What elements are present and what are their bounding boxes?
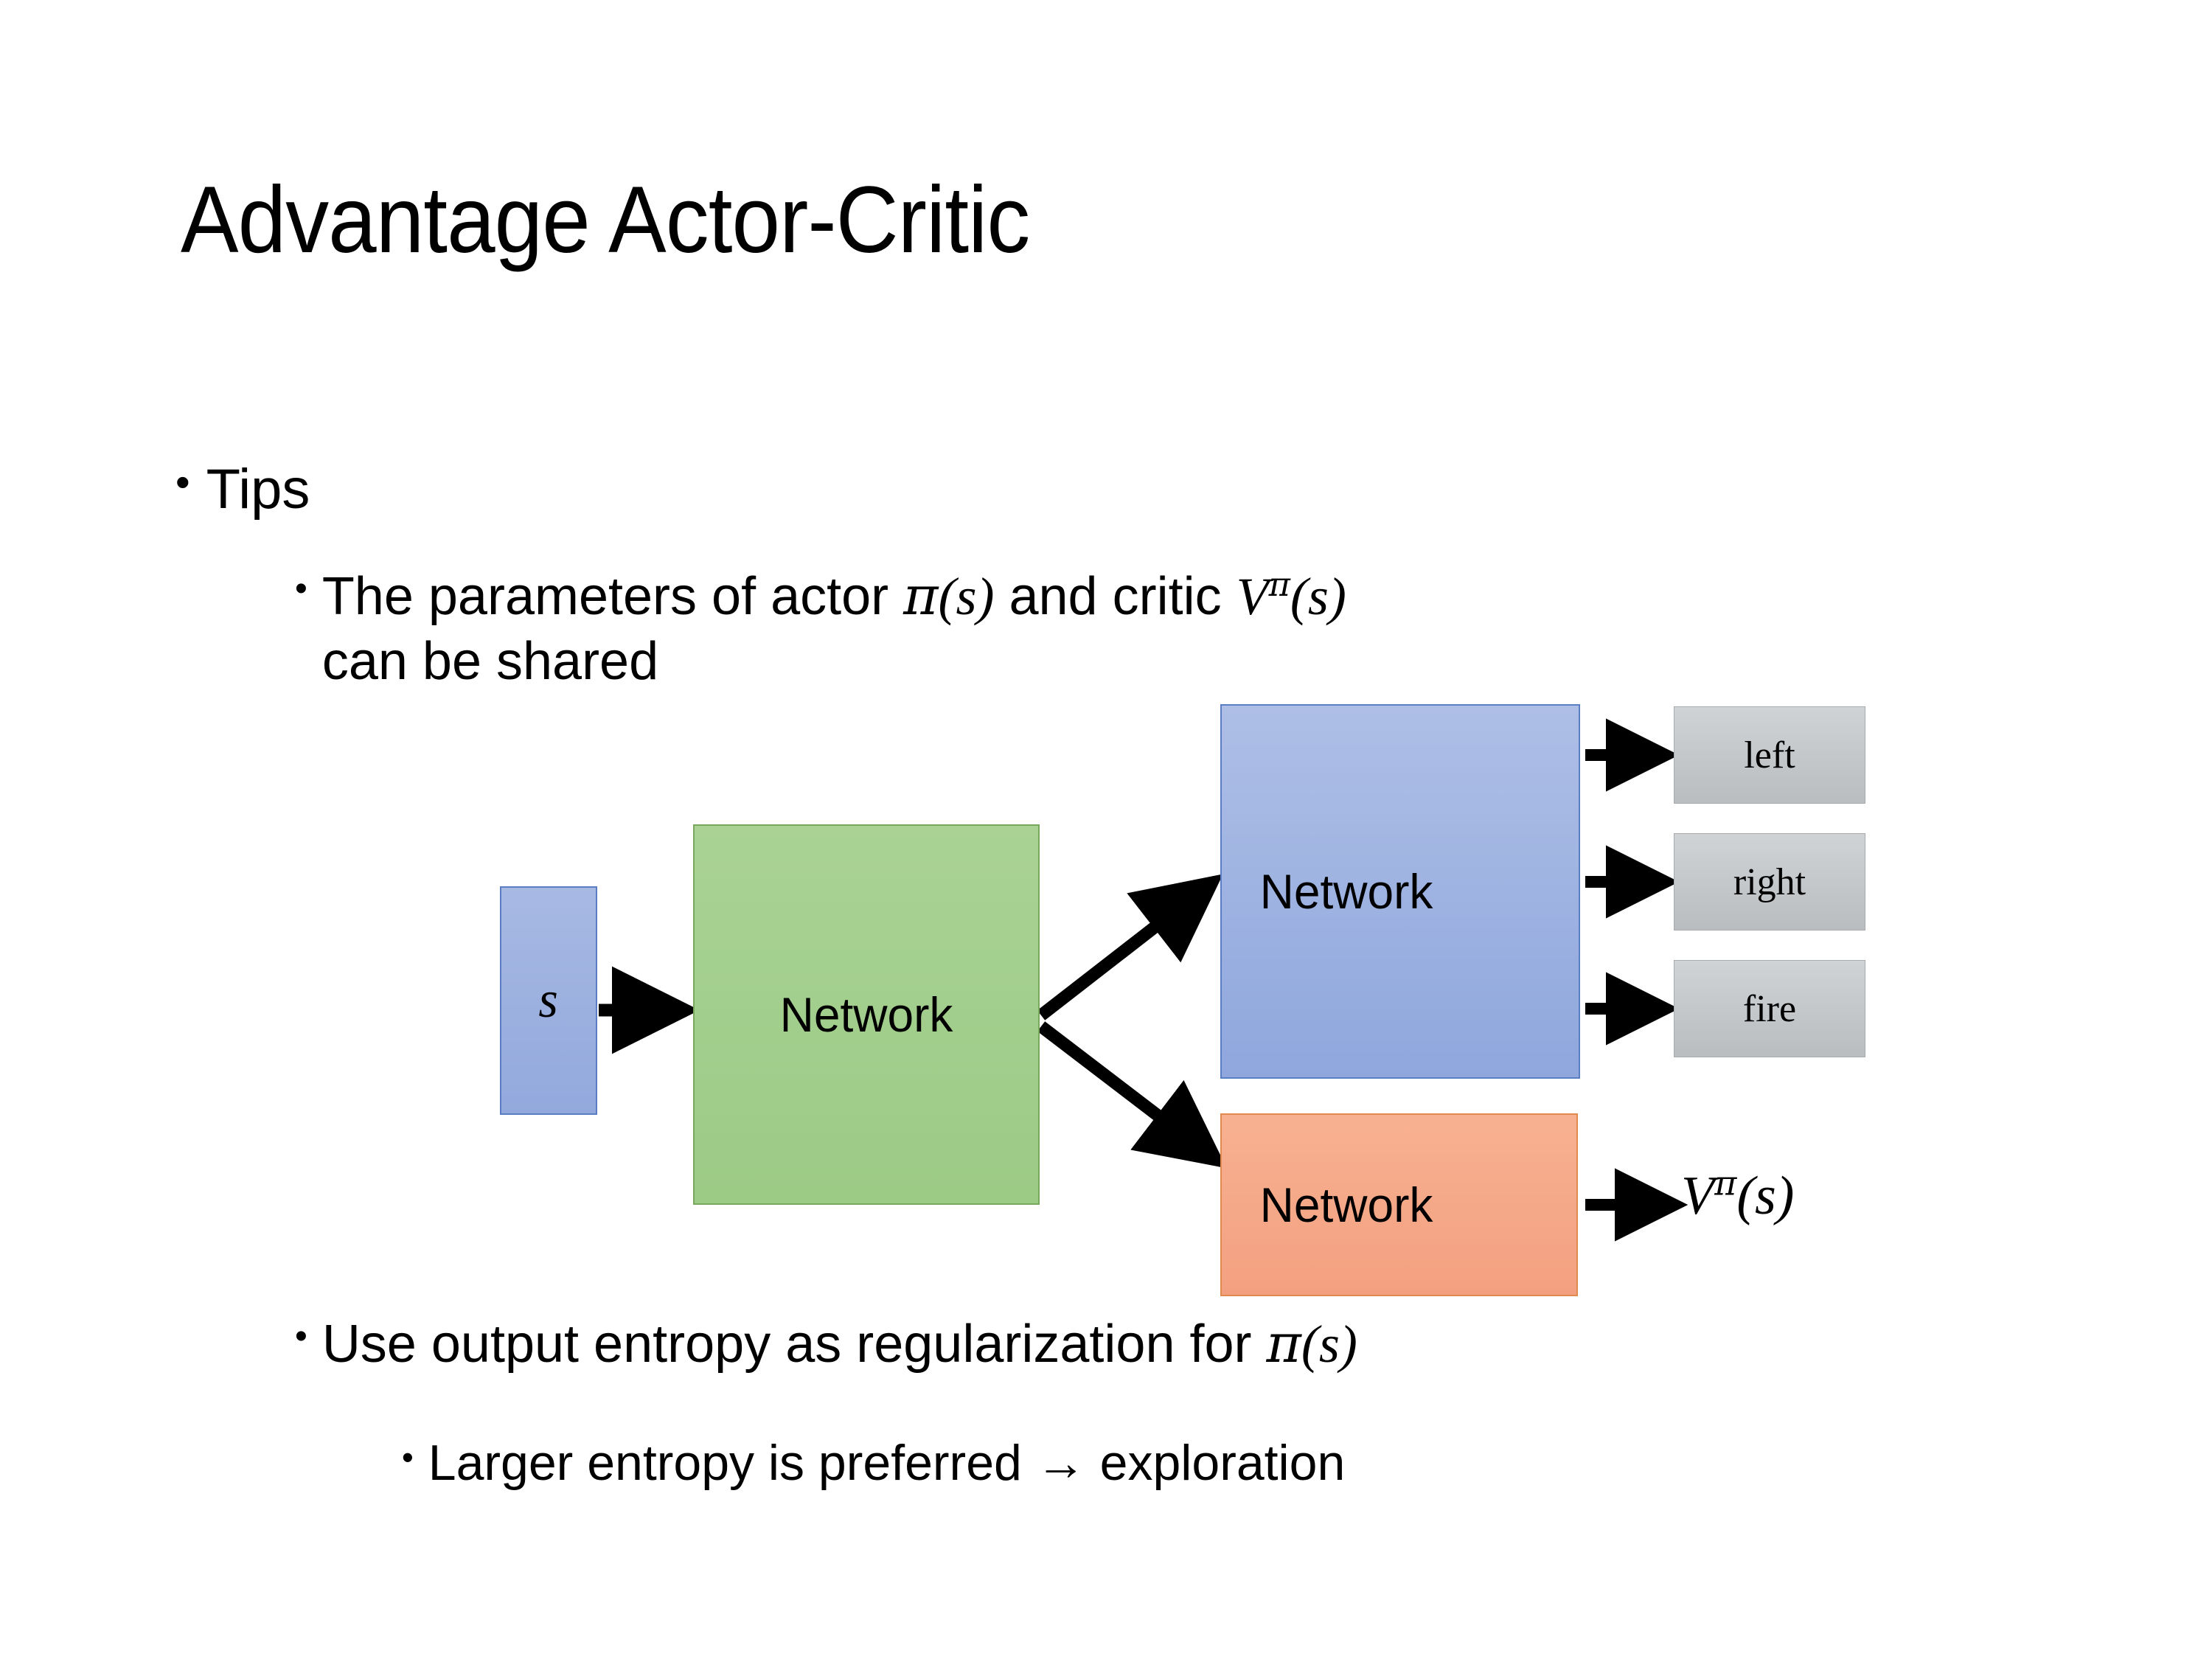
bullet-entropy-label: Use output entropy as regularization for…: [322, 1312, 1357, 1375]
text-use-output-entropy: Use output entropy as regularization for: [321, 1315, 1267, 1374]
critic-network-label: Network: [1259, 1178, 1433, 1232]
action-output-fire: fire: [1674, 960, 1865, 1057]
math-v-symbol: V: [1236, 567, 1269, 626]
shared-network-label: Network: [779, 987, 953, 1042]
bullet-entropy-regularization: • Use output entropy as regularization f…: [295, 1312, 1357, 1375]
bullet-larger-entropy-label: Larger entropy is preferred → exploratio…: [428, 1435, 1346, 1491]
math-pi-symbol: π: [903, 565, 939, 627]
actor-network-label: Network: [1259, 864, 1433, 919]
page-title: Advantage Actor-Critic: [181, 167, 1030, 273]
math-pi-argument: (s): [938, 567, 995, 626]
input-state-box: s: [500, 886, 597, 1115]
action-output-fire-label: fire: [1742, 987, 1797, 1030]
actor-network-box: Network: [1220, 704, 1580, 1079]
math-v-symbol: V: [1681, 1166, 1715, 1226]
action-output-left-label: left: [1744, 734, 1795, 776]
critic-network-box: Network: [1220, 1113, 1578, 1296]
action-output-right-label: right: [1733, 860, 1806, 903]
bullet-marker: •: [175, 459, 190, 505]
math-pi-symbol: π: [1266, 1312, 1301, 1374]
action-output-right: right: [1674, 833, 1865, 931]
math-v-superscript-pi: π: [1714, 1163, 1737, 1203]
text-and-critic: and critic: [994, 567, 1237, 626]
text-the-parameters-of-actor: The parameters of actor: [321, 567, 904, 626]
bullet-tips: • Tips: [175, 457, 310, 521]
bullet-marker: •: [402, 1439, 414, 1476]
bullet-parameters-shared: • The parameters of actor π(s) and criti…: [295, 564, 1770, 695]
bullet-tips-label: Tips: [206, 458, 310, 521]
bullet-larger-entropy: • Larger entropy is preferred → explorat…: [402, 1434, 1345, 1492]
critic-output-value: Vπ(s): [1681, 1164, 1794, 1228]
math-pi-argument: (s): [1301, 1315, 1357, 1374]
arrow-shared-to-critic-network: [1037, 1021, 1227, 1169]
math-v-superscript-pi: π: [1268, 566, 1290, 604]
bullet-parameters-shared-label: The parameters of actor π(s) and critic …: [322, 564, 1346, 695]
bullet-marker: •: [295, 569, 307, 608]
math-v-argument: (s): [1290, 567, 1346, 626]
text-can-be-shared: can be shared: [321, 631, 659, 691]
math-v-argument: (s): [1736, 1166, 1795, 1226]
input-state-label: s: [538, 972, 559, 1029]
action-output-left: left: [1674, 706, 1865, 804]
shared-network-box: Network: [693, 824, 1040, 1205]
bullet-marker: •: [295, 1317, 307, 1356]
arrow-shared-to-actor-network: [1037, 874, 1223, 1020]
